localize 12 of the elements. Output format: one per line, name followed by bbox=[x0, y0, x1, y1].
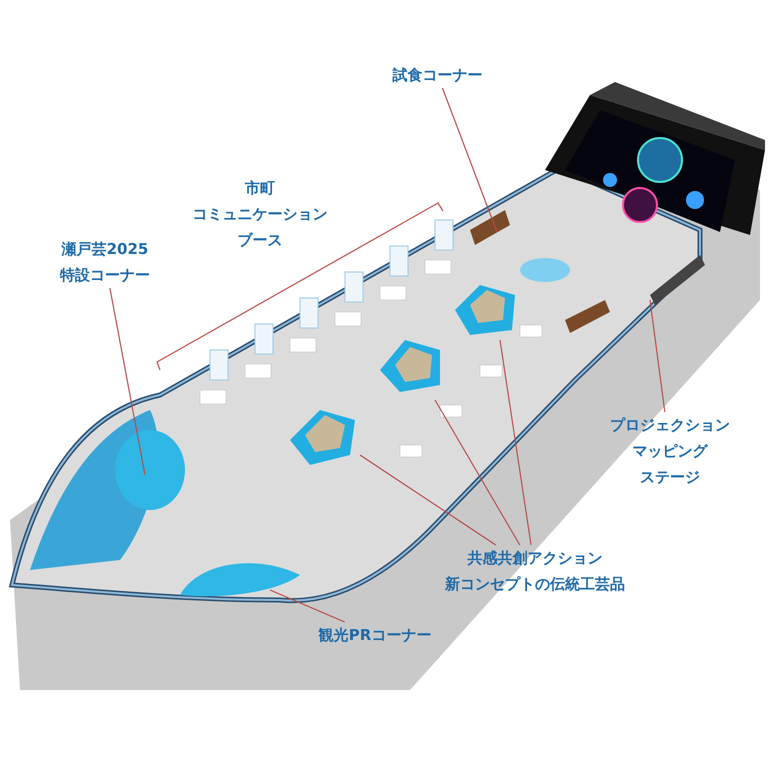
leader-line bbox=[360, 454, 496, 546]
leader-line bbox=[499, 340, 532, 546]
callout-label: 観光PRコーナー bbox=[305, 622, 445, 648]
leader-line bbox=[442, 88, 498, 232]
callout-label: 共感共創アクション新コンセプトの伝統工芸品 bbox=[420, 545, 650, 597]
callout-label: 試食コーナー bbox=[370, 62, 505, 88]
area-label: 市町コミュニケーションブース bbox=[192, 178, 328, 251]
leader-line bbox=[270, 590, 345, 622]
callout-label: プロジェクションマッピングステージ bbox=[590, 412, 750, 490]
leader-line bbox=[109, 288, 146, 476]
callout-label: 瀬戸芸2025特設コーナー bbox=[35, 236, 175, 288]
leader-line bbox=[434, 400, 520, 546]
